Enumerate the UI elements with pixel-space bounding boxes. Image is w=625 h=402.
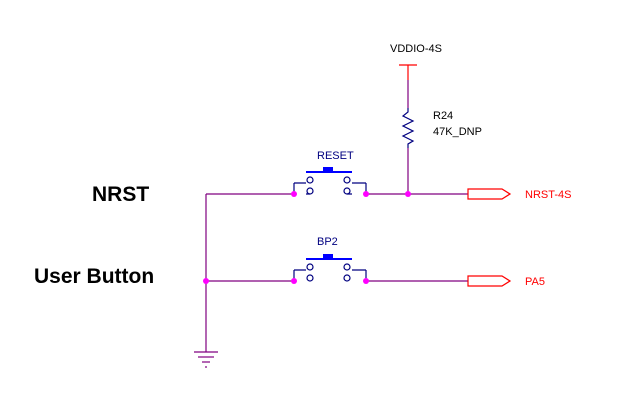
junction-dot	[405, 191, 411, 197]
bp2-switch: BP2	[293, 236, 367, 282]
junctions	[203, 191, 411, 284]
nrst-4s-label: NRST-4S	[525, 189, 571, 201]
r24-ref: R24	[433, 110, 453, 122]
pa5-port: PA5	[467, 275, 545, 288]
bp2-switch-label: BP2	[317, 236, 338, 248]
nrst-label: NRST	[92, 183, 149, 206]
junction-dot	[291, 191, 297, 197]
junction-dot	[291, 278, 297, 284]
vddio-label: VDDIO-4S	[390, 43, 442, 55]
vddio-power-symbol: VDDIO-4S	[390, 43, 442, 80]
reset-switch: RESET	[293, 150, 367, 195]
reset-switch-label: RESET	[317, 150, 354, 162]
ground-icon	[194, 351, 218, 368]
user-button-label: User Button	[34, 265, 154, 288]
junction-dot	[363, 191, 369, 197]
r24-value: 47K_DNP	[433, 126, 482, 138]
junction-dot	[363, 278, 369, 284]
pa5-label: PA5	[525, 276, 545, 288]
junction-dot	[203, 278, 209, 284]
wires	[205, 80, 468, 352]
resistor-r24: R24 47K_DNP	[401, 108, 482, 148]
nrst-4s-port: NRST-4S	[467, 188, 571, 201]
